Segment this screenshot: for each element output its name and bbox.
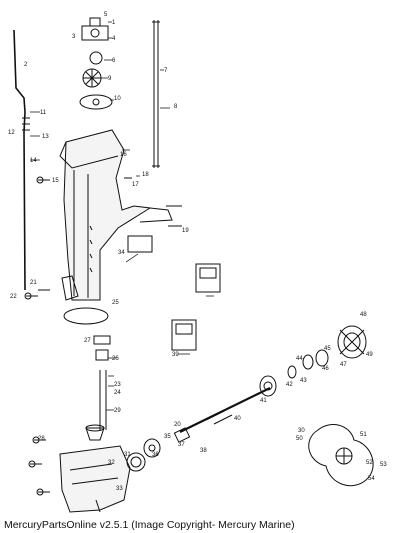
callout-50: 50	[296, 436, 303, 442]
callout-14: 14	[30, 158, 37, 164]
callout-19: 19	[182, 228, 189, 234]
callout-9: 9	[108, 76, 112, 82]
propeller[interactable]	[308, 424, 374, 487]
forward-gear[interactable]	[143, 438, 161, 458]
copyright-footer: MercuryPartsOnline v2.5.1 (Image Copyrig…	[4, 519, 295, 531]
callout-42: 42	[286, 382, 293, 388]
callout-25: 25	[112, 300, 119, 306]
callout-1: 1	[112, 20, 116, 26]
callout-47: 47	[340, 362, 347, 368]
callout-15: 15	[52, 178, 59, 184]
callout-31: 31	[124, 452, 131, 458]
callout-33: 33	[116, 486, 123, 492]
callout-44: 44	[296, 356, 303, 362]
callout-54: 54	[368, 476, 375, 482]
callout-46: 46	[322, 366, 329, 372]
callout-22: 22	[10, 294, 17, 300]
callout-20: 20	[174, 422, 181, 428]
callout-36: 36	[152, 452, 159, 458]
pinion-gear[interactable]	[85, 424, 105, 441]
driveshaft-housing[interactable]	[59, 129, 173, 301]
callout-7: 7	[164, 68, 168, 74]
gear-case[interactable]	[59, 445, 131, 513]
callout-18: 18	[142, 172, 149, 178]
callout-34: 34	[118, 250, 125, 256]
callout-48: 48	[360, 312, 367, 318]
housing-seal-ring[interactable]	[63, 307, 109, 325]
clutch-dog[interactable]	[173, 427, 191, 443]
bearing-carrier[interactable]	[259, 375, 277, 397]
callout-39: 39	[172, 352, 179, 358]
decal-box-lower[interactable]	[171, 319, 197, 351]
callout-6: 6	[112, 58, 116, 64]
callout-52: 52	[366, 460, 373, 466]
callout-21: 21	[30, 280, 37, 286]
callout-43: 43	[300, 378, 307, 384]
water-pump-body[interactable]	[81, 17, 109, 41]
callout-28: 28	[38, 436, 45, 442]
callout-10: 10	[114, 96, 121, 102]
callout-13: 13	[42, 134, 49, 140]
callout-2: 2	[24, 62, 28, 68]
callout-24: 24	[114, 390, 121, 396]
callout-4: 4	[112, 36, 116, 42]
callout-26: 26	[112, 356, 119, 362]
callout-23: 23	[114, 382, 121, 388]
callout-11: 11	[40, 110, 47, 116]
callout-32: 32	[108, 460, 115, 466]
callout-37: 37	[178, 442, 185, 448]
copyright-notice: (Image Copyright- Mercury Marine)	[131, 519, 295, 531]
callout-17: 17	[132, 182, 139, 188]
callout-12: 12	[8, 130, 15, 136]
hardware-bolts[interactable]	[24, 176, 182, 496]
leader-lines	[30, 21, 214, 411]
thrust-washer[interactable]	[287, 365, 297, 379]
drive-shaft[interactable]	[152, 20, 160, 168]
callout-45: 45	[324, 346, 331, 352]
shift-coupler[interactable]	[127, 235, 153, 253]
callout-41: 41	[260, 398, 267, 404]
callout-35: 35	[164, 434, 171, 440]
seal-assembly[interactable]	[302, 349, 329, 370]
callout-labels: 1 2 3 4 5 6 7 8 9 10 11 12 13 14 15 16 1…	[8, 12, 387, 492]
callout-49: 49	[366, 352, 373, 358]
reverse-gear[interactable]	[126, 452, 146, 472]
callout-5: 5	[104, 12, 108, 18]
propeller-shaft[interactable]	[179, 387, 271, 433]
app-version: MercuryPartsOnline v2.5.1	[4, 519, 129, 531]
callout-16: 16	[120, 152, 127, 158]
water-pump-plate[interactable]	[79, 94, 113, 110]
water-pump-impeller[interactable]	[82, 68, 102, 88]
propeller-hub-bearing[interactable]	[337, 325, 367, 359]
callout-27: 27	[84, 338, 91, 344]
lower-drive-shaft[interactable]	[93, 335, 111, 430]
callout-38: 38	[200, 448, 207, 454]
trim-tab[interactable]	[61, 275, 79, 301]
callout-53: 53	[380, 462, 387, 468]
callout-3: 3	[72, 34, 76, 40]
callout-8: 8	[174, 104, 178, 110]
decal-box-upper[interactable]	[195, 263, 221, 293]
callout-30: 30	[298, 428, 305, 434]
callout-51: 51	[360, 432, 367, 438]
exploded-parts-diagram: 1 2 3 4 5 6 7 8 9 10 11 12 13 14 15 16 1…	[8, 12, 387, 513]
callout-40: 40	[234, 416, 241, 422]
shift-rod[interactable]	[13, 29, 30, 291]
callout-29: 29	[114, 408, 121, 414]
pump-gasket[interactable]	[89, 51, 103, 65]
